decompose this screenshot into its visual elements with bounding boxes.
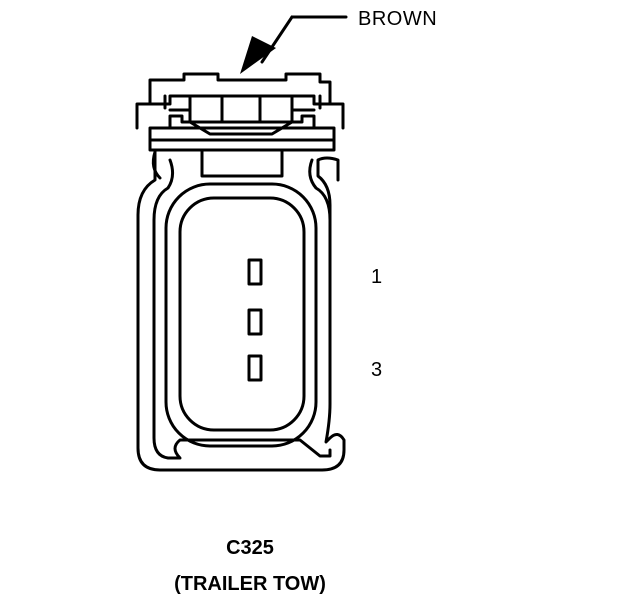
latch-housing <box>135 72 345 130</box>
pin-label-1: 1 <box>371 266 383 288</box>
connector-id: C325 <box>226 537 274 559</box>
latch-block-center <box>220 94 262 124</box>
body-mid-shell-right <box>308 158 332 222</box>
lock-bar-split <box>200 148 284 178</box>
body-outer-shell <box>136 150 346 472</box>
pin-terminal-2 <box>247 308 263 336</box>
cavity-inner <box>178 196 306 432</box>
pin-terminal-3 <box>247 354 263 382</box>
wire-color-label: BROWN <box>358 8 438 30</box>
pin-terminal-1 <box>247 258 263 286</box>
latch-tab <box>168 114 316 130</box>
leader-line-diagonal <box>260 15 294 64</box>
connector-name: (TRAILER TOW) <box>174 573 326 595</box>
latch-block-left <box>188 94 224 124</box>
latch-block-right <box>258 94 294 124</box>
body-outer-shell-left-top <box>151 150 162 180</box>
body-mid-shell <box>152 158 332 460</box>
pin-label-3: 3 <box>371 359 383 381</box>
leader-arrowhead <box>240 36 276 74</box>
latch-rail-left <box>168 108 316 136</box>
latch-inner <box>163 94 322 110</box>
cavity-outline <box>164 182 318 448</box>
